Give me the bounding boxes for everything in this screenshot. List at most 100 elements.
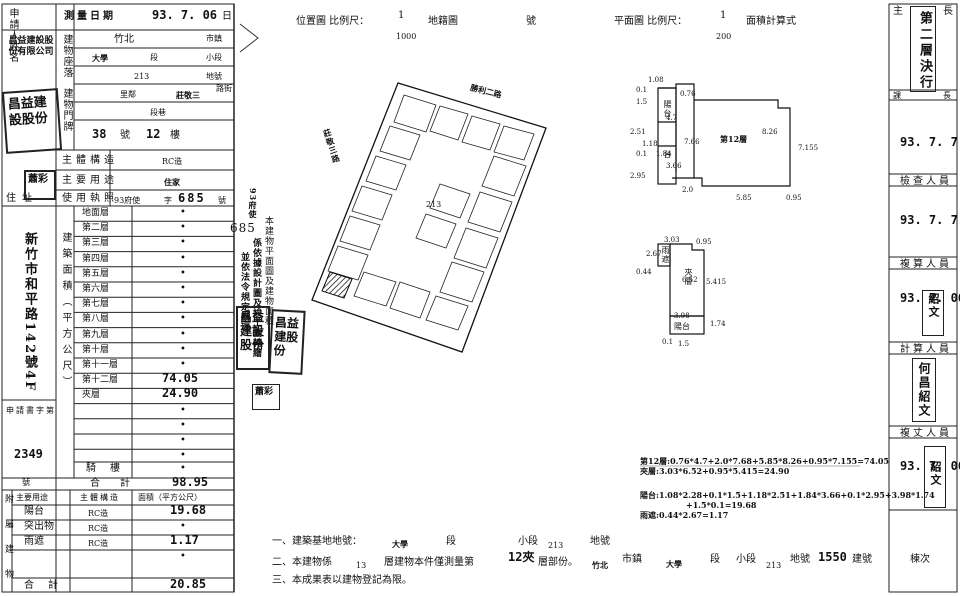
floor-row: •	[74, 449, 234, 464]
formula-mezzanine: 夾層:3.03*6.52+0.95*5.415=24.90	[640, 466, 790, 476]
note-2-city: 市鎮	[622, 554, 642, 565]
address-label: 住址	[6, 193, 38, 204]
annex-structure: RC造	[88, 539, 109, 548]
note-1-seg: 段	[446, 536, 456, 547]
floors-heading: 建築面積（平方公尺）	[60, 232, 71, 392]
note-2-suffix: 層部份。	[538, 557, 578, 568]
canopy-label: 雨遮	[661, 246, 670, 264]
balcony-label-12b: 台	[663, 150, 672, 159]
annex-value: •	[180, 521, 186, 532]
name-seal-b: 紹文	[924, 446, 946, 508]
roof-value: •	[180, 463, 186, 474]
total-label: 合計	[90, 478, 150, 489]
subsection-label: 小段	[206, 53, 222, 62]
door-number: 38	[92, 127, 107, 141]
note-2-lot: 213	[766, 561, 782, 570]
floor-row: •	[74, 434, 234, 449]
dimension-label: 7.66	[684, 138, 700, 146]
dimension-label: 0.76	[680, 90, 696, 98]
lane-label: 段巷	[150, 108, 166, 117]
seal-small-a: 蕭彩	[24, 170, 56, 200]
plan-scale-den: 200	[716, 32, 732, 41]
floor-area-value: •	[180, 237, 186, 249]
street-value: 莊敬三	[176, 90, 200, 100]
floor-label: 第七層	[82, 299, 110, 310]
permit-note-head: 93府使	[248, 188, 258, 220]
rechecker-label: 複算人員	[900, 259, 952, 270]
annex-use: 陽台	[24, 506, 44, 517]
annex-total-label: 合計	[24, 580, 72, 591]
plan-scale-num: 1	[720, 10, 727, 21]
floor-label: 第五層	[82, 268, 110, 279]
formula-balcony-1: 陽台:1.08*2.28+0.1*1.5+1.18*2.51+1.84*3.66…	[640, 490, 935, 500]
floor-area-value: •	[180, 404, 186, 416]
floor-label: 第八層	[82, 314, 110, 325]
survey-date-day: 日	[222, 11, 232, 22]
applicant-no-label: 申請書字第	[6, 406, 56, 415]
note-2-prefix: 二、本建物係	[272, 557, 332, 568]
mezzanine-plan	[657, 243, 705, 335]
calculator-label: 計算人員	[900, 344, 952, 355]
floor-plan-title: 平面圖 比例尺：	[614, 16, 688, 27]
dimension-label: 2.51	[630, 128, 646, 136]
building-footprints	[327, 94, 535, 331]
dimension-label: 1.5	[678, 340, 690, 348]
note-1-prefix: 一、建築基地地號：	[272, 536, 362, 547]
applicant-label: 申請人姓名	[7, 8, 18, 63]
floor-label: 第十二層	[82, 375, 119, 386]
floor-row: 第七層 •	[74, 297, 234, 312]
note-2-lot-label: 地號	[790, 554, 810, 565]
floor-label: 樓	[170, 130, 180, 141]
section-value: 大學	[92, 53, 108, 63]
parcel-lot-label: 213	[426, 200, 442, 209]
dimension-label: 1.08	[648, 76, 664, 84]
floor-label: 第十一層	[82, 360, 119, 370]
dimension-label: 1.74	[710, 320, 726, 328]
dimension-label: 1.18	[642, 140, 658, 148]
dimension-label: 0.1	[662, 338, 674, 346]
floor-label: 地面層	[82, 208, 110, 218]
dimension-label: 3.66	[666, 162, 682, 170]
floor-row: 第四層•	[74, 252, 234, 267]
company-stamp-c: 昌益建股份	[268, 309, 306, 375]
floor-area-value: •	[180, 435, 186, 446]
dimension-label: 3.03	[664, 236, 680, 244]
inspector-label: 檢查人員	[900, 176, 952, 187]
note-1-lot: 213	[548, 541, 564, 550]
formula-balcony-2: +1.5*0.1=19.68	[686, 500, 757, 510]
applicant-name: 昌益建設股份有限公司	[8, 36, 54, 57]
dimension-label: 1.84	[656, 150, 672, 158]
dimension-label: 0.1	[636, 150, 648, 158]
note-3: 三、本成果表以建物登記為限。	[272, 575, 412, 586]
sign-header-left-2: 課	[893, 91, 901, 100]
balcony-label-12: 陽台	[663, 100, 672, 118]
location-map-title: 位置圖 比例尺：	[296, 16, 370, 27]
applicant-name-block: 昌益建設股份有限公司	[8, 36, 54, 58]
reviewer-label: 複丈人員	[900, 428, 952, 439]
roof-label: 騎樓	[86, 463, 134, 474]
floor-row: 第十層•	[74, 343, 234, 358]
applicant-no-suffix: 號	[22, 478, 30, 487]
dimension-label: 5.85	[736, 194, 752, 202]
floor-area-value: •	[180, 207, 186, 218]
sign-header-right: 長	[943, 6, 953, 17]
floor-area-value: •	[180, 298, 186, 310]
area-calc-title: 面積計算式	[746, 16, 796, 27]
sign-header-right-2: 長	[943, 91, 951, 100]
lot-value: 213	[134, 72, 150, 81]
note-2-floor: 12夾	[508, 550, 535, 564]
total-value: 98.95	[172, 475, 209, 489]
usage-label: 主要用途	[62, 175, 118, 186]
floor-area-value: •	[180, 328, 186, 340]
location-scale-den: 1000	[396, 32, 417, 41]
usage-value: 住家	[164, 177, 180, 187]
company-stamp-a: 昌益建設股份	[1, 88, 63, 154]
dimension-label: 6.52	[682, 276, 698, 284]
north-arrow-icon	[239, 23, 259, 53]
floor-area-value: •	[180, 450, 186, 462]
permit-suffix: 號	[218, 196, 226, 205]
floor-area-value: •	[180, 252, 186, 264]
floor-row: 第十一層•	[74, 358, 234, 373]
